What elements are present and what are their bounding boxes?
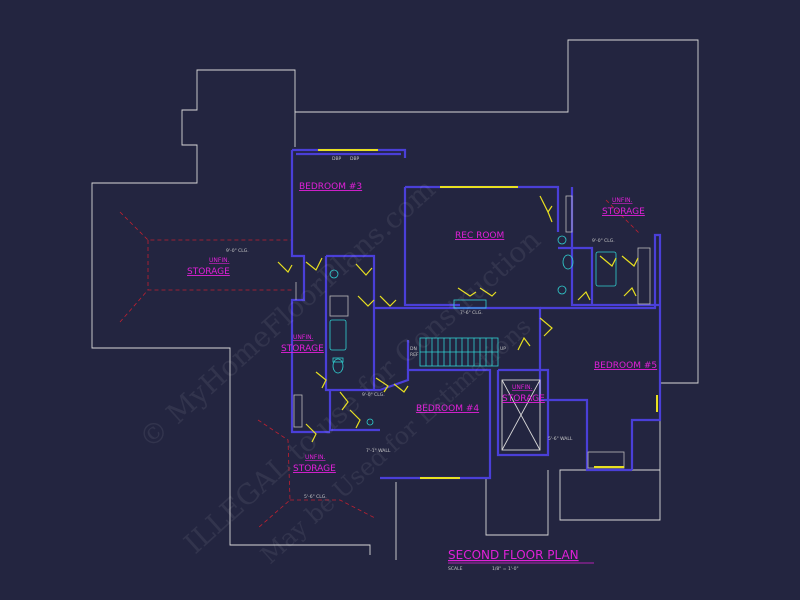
label-storage-2: STORAGE	[602, 207, 645, 217]
plan-title: SECOND FLOOR PLAN	[448, 548, 579, 562]
watermark-line-1: © MyHomeFloorPlans.com	[133, 172, 442, 455]
storage-x-box	[501, 379, 541, 451]
label-unfin-1: UNFIN.	[209, 257, 230, 264]
closet-shelving	[293, 195, 651, 469]
note-ref: REF	[410, 352, 419, 358]
note-wall-71: 7'-1" WALL	[366, 448, 391, 454]
label-unfin-2: UNFIN.	[612, 197, 633, 204]
note-clg-rec: 7'-6" CLG.	[460, 310, 483, 316]
fixtures	[329, 235, 617, 426]
label-storage-4: STORAGE	[502, 394, 545, 404]
note-clg-56: 5'-6" CLG.	[304, 494, 327, 500]
title-block: SECOND FLOOR PLAN SCALE 1/8" = 1'-0"	[448, 548, 594, 572]
staircase	[419, 337, 499, 367]
windows	[318, 149, 658, 479]
scale-value: 1/8" = 1'-0"	[492, 566, 519, 572]
label-storage-1: STORAGE	[187, 267, 230, 277]
label-storage-5: STORAGE	[293, 464, 336, 474]
note-dbp-2: DBP	[350, 156, 360, 162]
label-unfin-3: UNFIN.	[293, 334, 314, 341]
label-rec-room: REC ROOM	[455, 231, 504, 241]
roof-outline	[91, 39, 699, 560]
note-dbp-1: DBP	[332, 156, 342, 162]
label-bedroom-4: BEDROOM #4	[416, 404, 479, 414]
note-dn: DN	[410, 346, 417, 352]
scale-label: SCALE	[448, 566, 463, 572]
note-clg-bath: 9'-0" CLG.	[592, 238, 615, 244]
watermark-line-2: ILLEGAL to use for Construction	[178, 223, 547, 560]
note-up: UP	[500, 346, 506, 352]
note-clg-hall: 9'-0" CLG.	[362, 392, 385, 398]
small-notes: DBP DBP 9'-0" CLG. 9'-0" CLG. 7'-6" CLG.…	[226, 156, 615, 500]
label-unfin-5: UNFIN.	[305, 454, 326, 461]
label-bedroom-5: BEDROOM #5	[594, 361, 657, 371]
label-storage-3: STORAGE	[281, 344, 324, 354]
door-swings	[277, 195, 639, 443]
note-clg-bonus: 9'-0" CLG.	[226, 248, 249, 254]
storage-labels: UNFIN. STORAGE UNFIN. STORAGE UNFIN. STO…	[187, 197, 645, 474]
hidden-lines	[119, 199, 641, 529]
room-labels: BEDROOM #3 REC ROOM BEDROOM #4 BEDROOM #…	[299, 182, 657, 414]
note-wall-56: 5'-6" WALL	[548, 436, 573, 442]
label-bedroom-3: BEDROOM #3	[299, 182, 362, 192]
walls	[290, 148, 662, 480]
label-unfin-4: UNFIN.	[512, 384, 533, 391]
